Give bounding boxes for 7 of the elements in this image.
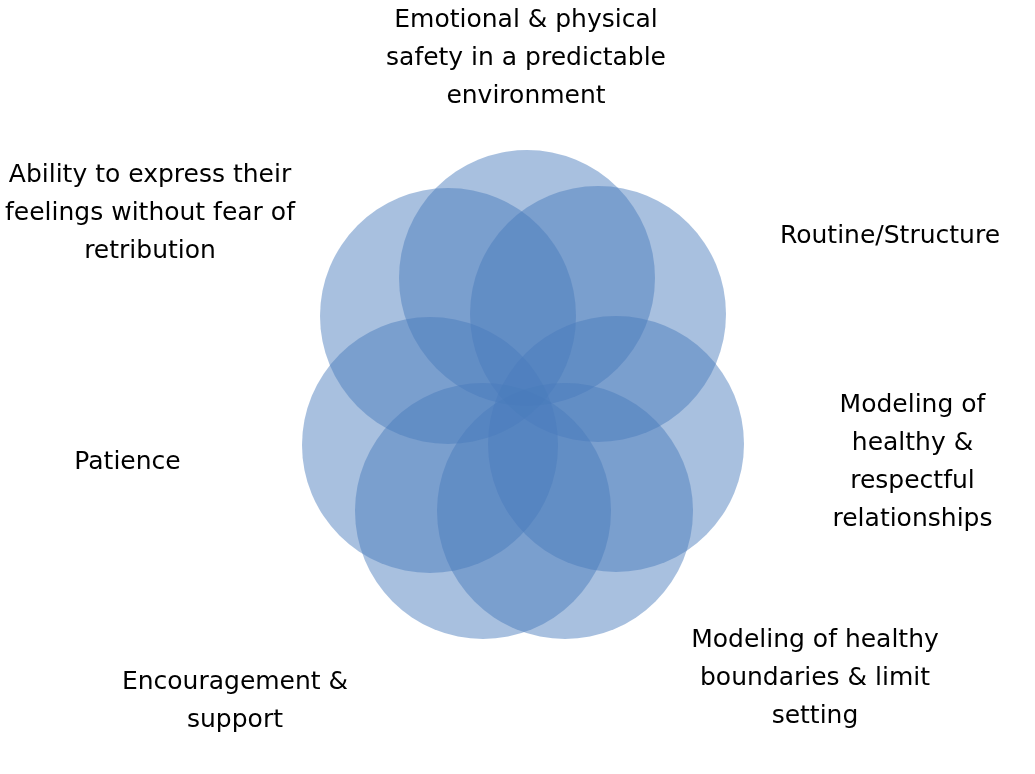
petal-label: Modeling of healthy & respectful relationships (831, 388, 994, 534)
petal-label: Modeling of healthy boundaries & limit setting (690, 623, 940, 731)
petal-label: Emotional & physical safety in a predictable environment (385, 3, 667, 111)
petal-label: Encouragement & support (120, 665, 350, 735)
petal-label: Ability to express their feelings without fear of retribution (4, 158, 297, 266)
petal-label: Patience (73, 445, 182, 477)
petal-label: Routine/Structure (778, 219, 1002, 251)
